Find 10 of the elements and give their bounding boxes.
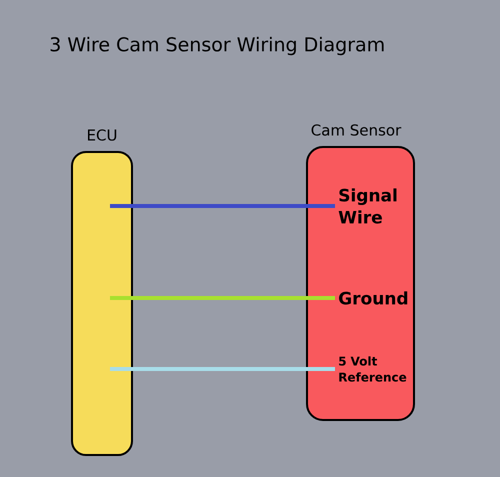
title: 3 Wire Cam Sensor Wiring Diagram: [50, 36, 384, 56]
node-label: Cam Sensor: [312, 124, 402, 136]
wire: [110, 204, 335, 208]
component-box: ECU: [71, 129, 133, 456]
terminal-label: 5 Volt Reference: [339, 356, 406, 382]
wire: [110, 296, 335, 300]
terminal-label: Ground: [339, 291, 408, 305]
wire: [110, 367, 335, 371]
terminal-label: Signal Wire: [338, 188, 396, 224]
node-label: ECU: [88, 129, 116, 141]
